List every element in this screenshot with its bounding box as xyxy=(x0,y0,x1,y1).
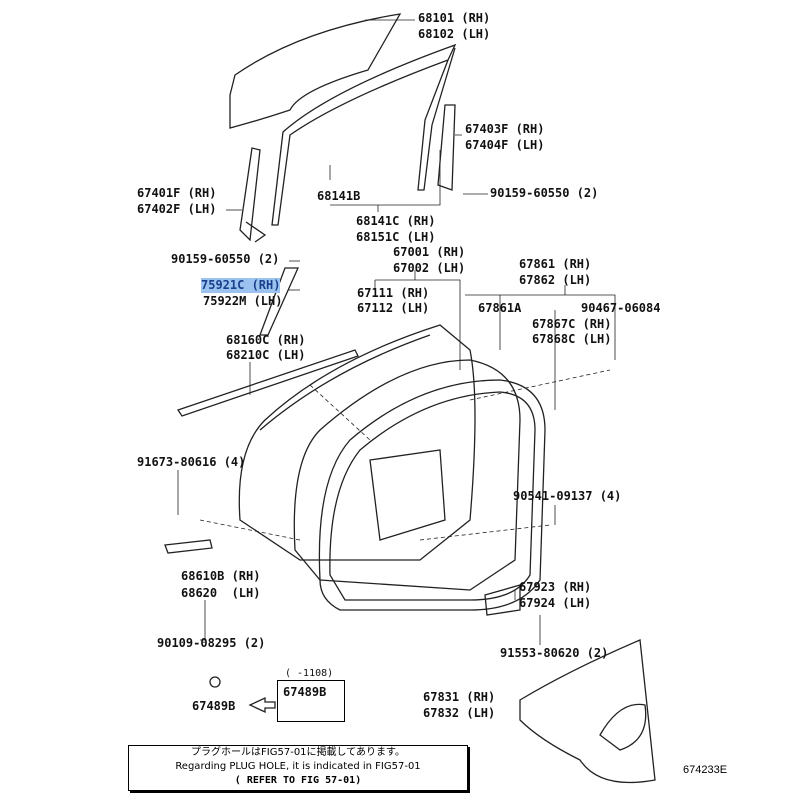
callout-68151c[interactable]: 68151C (LH) xyxy=(356,230,436,244)
callout-68101[interactable]: 68101 (RH) xyxy=(418,11,491,25)
pad xyxy=(484,584,521,616)
door-trim xyxy=(519,639,656,784)
door-frame xyxy=(293,359,521,591)
inset-date-range: ( -1108) xyxy=(285,668,334,679)
callout-67002[interactable]: 67002 (LH) xyxy=(393,261,466,275)
figure-id: 674233E xyxy=(683,764,728,776)
note-english: Regarding PLUG HOLE, it is indicated in … xyxy=(175,761,421,772)
callout-68610b[interactable]: 68610B (RH) xyxy=(181,569,261,583)
callout-90467-06084[interactable]: 90467-06084 xyxy=(581,301,661,315)
callout-90159-60550-a[interactable]: 90159-60550 (2) xyxy=(490,186,599,200)
note-refer-link[interactable]: ( REFER TO FIG 57-01) xyxy=(234,775,362,786)
callout-68141c[interactable]: 68141C (RH) xyxy=(356,214,436,228)
callout-75921c-highlighted[interactable]: 75921C (RH) xyxy=(201,278,281,293)
pillar-garnish xyxy=(259,267,300,336)
weatherstrip xyxy=(318,379,546,611)
callout-68620[interactable]: 68620 (LH) xyxy=(181,586,261,600)
regulator xyxy=(369,449,446,541)
callout-67832[interactable]: 67832 (LH) xyxy=(423,706,496,720)
rear-sash xyxy=(437,104,456,191)
callout-67831[interactable]: 67831 (RH) xyxy=(423,690,496,704)
callout-67401f[interactable]: 67401F (RH) xyxy=(137,186,217,200)
callout-67924[interactable]: 67924 (LH) xyxy=(519,596,592,610)
callout-90109-08295[interactable]: 90109-08295 (2) xyxy=(157,636,266,650)
callout-67403f[interactable]: 67403F (RH) xyxy=(465,122,545,136)
callout-67861[interactable]: 67861 (RH) xyxy=(519,257,592,271)
callout-90541-09137[interactable]: 90541-09137 (4) xyxy=(513,489,622,503)
callout-91553-80620[interactable]: 91553-80620 (2) xyxy=(500,646,609,660)
callout-68160c[interactable]: 68160C (RH) xyxy=(226,333,306,347)
callout-68141b[interactable]: 68141B xyxy=(317,189,361,203)
front-sash xyxy=(239,147,261,242)
callout-68102[interactable]: 68102 (LH) xyxy=(418,27,491,41)
callout-67001[interactable]: 67001 (RH) xyxy=(393,245,466,259)
callout-91673-80616[interactable]: 91673-80616 (4) xyxy=(137,455,246,469)
door-panel xyxy=(238,324,476,561)
callout-67489b-inset[interactable]: 67489B xyxy=(283,685,327,699)
callout-67923[interactable]: 67923 (RH) xyxy=(519,580,592,594)
callout-68210c[interactable]: 68210C (LH) xyxy=(226,348,306,362)
door-glass xyxy=(229,13,402,129)
callout-67111[interactable]: 67111 (RH) xyxy=(357,286,430,300)
callout-67402f[interactable]: 67402F (LH) xyxy=(137,202,217,216)
belt-moulding xyxy=(176,349,359,417)
callout-67868c[interactable]: 67868C (LH) xyxy=(532,332,612,346)
callout-67861a[interactable]: 67861A xyxy=(478,301,522,315)
callout-67862[interactable]: 67862 (LH) xyxy=(519,273,592,287)
callout-90159-60550-b[interactable]: 90159-60550 (2) xyxy=(171,252,280,266)
callout-67112[interactable]: 67112 (LH) xyxy=(357,301,430,315)
plug-hole-note: プラグホールはFIG57-01に掲載してあります。 Regarding PLUG… xyxy=(128,745,468,791)
note-japanese: プラグホールはFIG57-01に掲載してあります。 xyxy=(191,747,405,758)
inset-box xyxy=(277,680,345,722)
callout-67867c[interactable]: 67867C (RH) xyxy=(532,317,612,331)
check xyxy=(164,539,213,554)
callout-67404f[interactable]: 67404F (LH) xyxy=(465,138,545,152)
callout-67489b[interactable]: 67489B xyxy=(192,699,236,713)
callout-75922m[interactable]: 75922M (LH) xyxy=(203,294,283,308)
